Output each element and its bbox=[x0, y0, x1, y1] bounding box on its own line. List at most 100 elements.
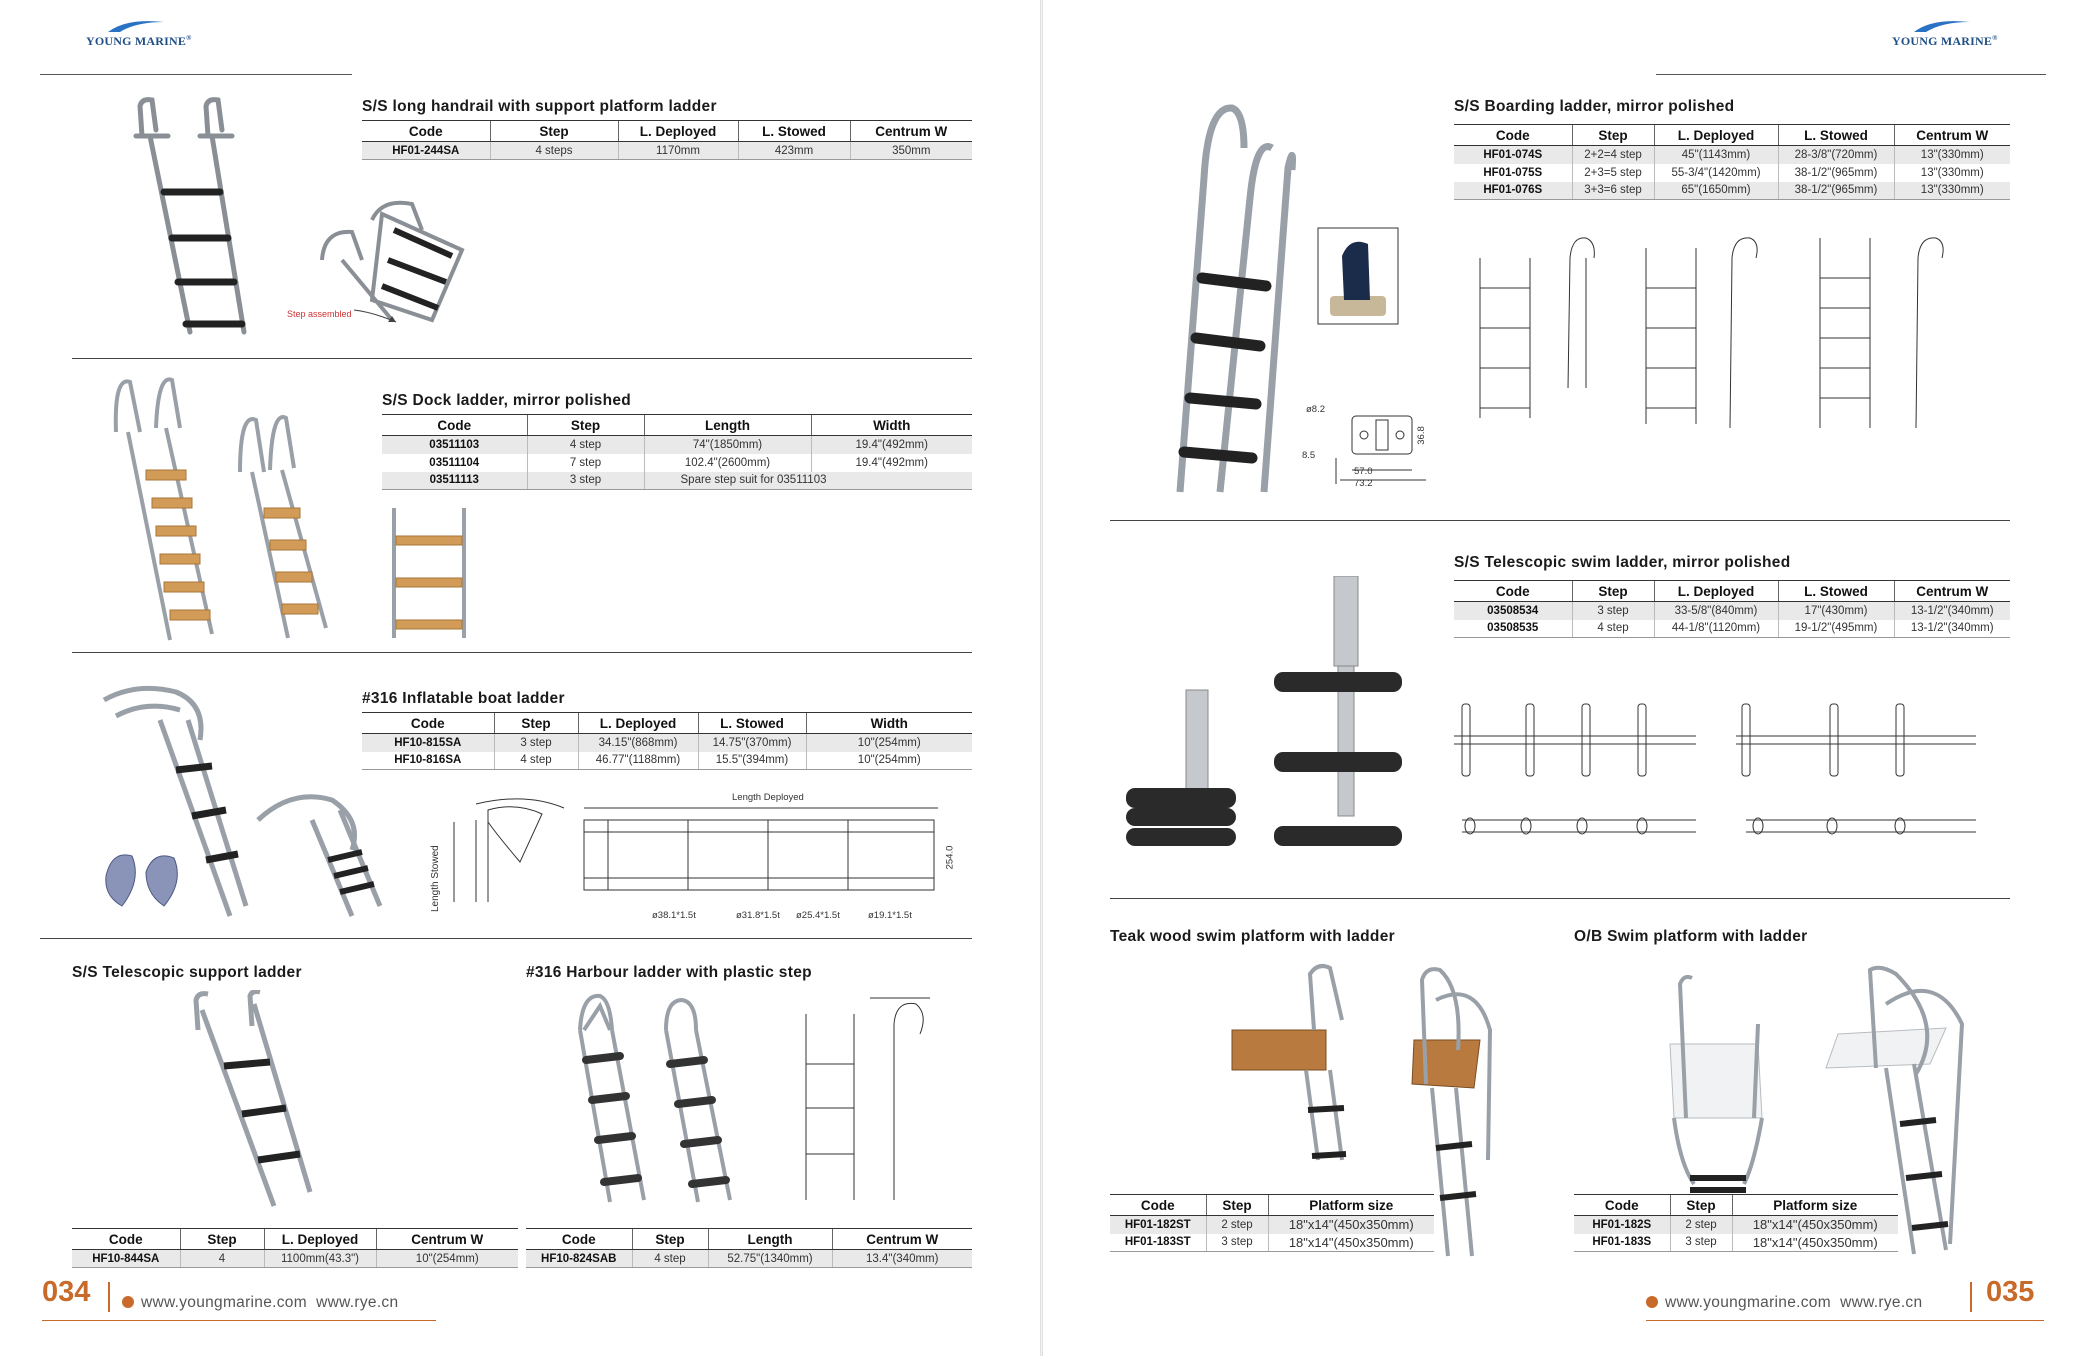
col-code: Code bbox=[72, 1228, 180, 1250]
cell: HF01-182ST bbox=[1110, 1215, 1206, 1234]
col-l-stowed: L. Stowed bbox=[1777, 124, 1894, 146]
col-centrum-w: Centrum W bbox=[1893, 124, 2010, 146]
table-row: 03511103 4 step 74"(1850mm) 19.4"(492mm) bbox=[382, 435, 972, 454]
strap-image bbox=[102, 846, 186, 912]
cell: 03511104 bbox=[382, 453, 527, 472]
dim-label: 57.0 bbox=[1354, 466, 1373, 477]
dock-ladder-image bbox=[100, 372, 340, 644]
cell: 03508534 bbox=[1454, 601, 1572, 620]
section-title-long-handrail: S/S long handrail with support platform … bbox=[362, 98, 717, 115]
cell: 13.4"(340mm) bbox=[831, 1249, 972, 1268]
col-step: Step bbox=[631, 1228, 708, 1250]
table-row: HF10-844SA 4 1100mm(43.3") 10"(254mm) bbox=[72, 1249, 518, 1268]
table-row: 03511104 7 step 102.4"(2600mm) 19.4"(492… bbox=[382, 453, 972, 472]
step-assembled-note: Step assembled bbox=[287, 309, 352, 319]
section-title-boarding: S/S Boarding ladder, mirror polished bbox=[1454, 98, 1735, 115]
cell: 2 step bbox=[1205, 1215, 1268, 1234]
boarding-drawings bbox=[1460, 228, 2000, 429]
col-code: Code bbox=[526, 1228, 632, 1250]
cell: 7 step bbox=[526, 453, 644, 472]
cell: 28-3/8"(720mm) bbox=[1777, 145, 1894, 164]
cell: 15.5"(394mm) bbox=[697, 751, 806, 770]
inflatable-ladder-image bbox=[96, 680, 256, 920]
col-step: Step bbox=[489, 120, 618, 142]
col-l-deployed: L. Deployed bbox=[1653, 580, 1778, 602]
cell: HF01-074S bbox=[1454, 145, 1572, 164]
tube-dim-label: ø25.4*1.5t bbox=[796, 910, 840, 921]
telescopic-swim-image bbox=[1124, 575, 1404, 856]
cell: HF10-824SAB bbox=[526, 1249, 632, 1268]
page-number-left: 034 bbox=[42, 1276, 91, 1308]
col-l-deployed: L. Deployed bbox=[263, 1228, 376, 1250]
wave-icon bbox=[108, 21, 164, 32]
cell: 19-1/2"(495mm) bbox=[1777, 619, 1894, 638]
cell: 19.4"(492mm) bbox=[810, 435, 972, 454]
cell: 74"(1850mm) bbox=[643, 435, 811, 454]
col-step: Step bbox=[526, 414, 644, 436]
col-code: Code bbox=[362, 120, 490, 142]
mount-bracket-image bbox=[1316, 226, 1400, 326]
col-step: Step bbox=[1571, 580, 1654, 602]
section-title-inflatable: #316 Inflatable boat ladder bbox=[362, 690, 565, 707]
table-row: 03508535 4 step 44-1/8"(1120mm) 19-1/2"(… bbox=[1454, 619, 2010, 638]
header-rule-left bbox=[40, 74, 352, 75]
telescopic-support-image bbox=[188, 989, 318, 1210]
col-l-stowed: L. Stowed bbox=[737, 120, 850, 142]
col-platform-size: Platform size bbox=[1731, 1194, 1898, 1216]
cell: 13-1/2"(340mm) bbox=[1893, 619, 2010, 638]
table-row: HF01-075S 2+3=5 step 55-3/4"(1420mm) 38-… bbox=[1454, 163, 2010, 182]
table-row: HF01-074S 2+2=4 step 45"(1143mm) 28-3/8"… bbox=[1454, 145, 2010, 164]
cell: 18"x14"(450x350mm) bbox=[1731, 1215, 1898, 1234]
tube-dim-label: ø38.1*1.5t bbox=[652, 910, 696, 921]
col-step: Step bbox=[1205, 1194, 1268, 1216]
col-code: Code bbox=[1454, 580, 1572, 602]
harbour-ladder-image bbox=[570, 990, 770, 1210]
col-l-deployed: L. Deployed bbox=[577, 712, 698, 734]
col-l-stowed: L. Stowed bbox=[697, 712, 806, 734]
cell: 13-1/2"(340mm) bbox=[1893, 601, 2010, 620]
col-code: Code bbox=[382, 414, 527, 436]
table-row: 03511113 3 step Spare step suit for 0351… bbox=[382, 471, 972, 490]
cell: 3 step bbox=[1669, 1233, 1732, 1252]
cell: 10"(254mm) bbox=[805, 733, 972, 752]
cell: 423mm bbox=[737, 141, 850, 160]
length-stowed-label: Length Stowed bbox=[430, 845, 441, 912]
cell: 3 step bbox=[1571, 601, 1654, 620]
section-title-telescopic-support: S/S Telescopic support ladder bbox=[72, 964, 302, 981]
cell: 2+2=4 step bbox=[1571, 145, 1654, 164]
ob-platform-image bbox=[1650, 964, 1980, 1264]
cell: 10"(254mm) bbox=[805, 751, 972, 770]
col-step: Step bbox=[179, 1228, 264, 1250]
dim-label: 73.2 bbox=[1354, 478, 1373, 489]
cell: 102.4"(2600mm) bbox=[643, 453, 811, 472]
table-boarding: Code Step L. Deployed L. Stowed Centrum … bbox=[1454, 124, 2010, 200]
cell: 2+3=5 step bbox=[1571, 163, 1654, 182]
harbour-drawing bbox=[800, 994, 930, 1204]
col-centrum-w: Centrum W bbox=[375, 1228, 518, 1250]
section-title-teak-platform: Teak wood swim platform with ladder bbox=[1110, 928, 1395, 945]
footer-bar bbox=[1970, 1282, 1972, 1312]
cell: 18"x14"(450x350mm) bbox=[1267, 1233, 1434, 1252]
cell: 38-1/2"(965mm) bbox=[1777, 181, 1894, 200]
footer-website-right: www.youngmarine.com www.rye.cn bbox=[1646, 1294, 1922, 1312]
cell: HF01-183S bbox=[1574, 1233, 1670, 1252]
left-page bbox=[0, 0, 1040, 1356]
page-gutter bbox=[1040, 0, 1043, 1356]
section-title-dock-ladder: S/S Dock ladder, mirror polished bbox=[382, 392, 632, 409]
cell: 03511103 bbox=[382, 435, 527, 454]
arrow-icon bbox=[353, 309, 397, 323]
col-l-stowed: L. Stowed bbox=[1777, 580, 1894, 602]
cell: 44-1/8"(1120mm) bbox=[1653, 619, 1778, 638]
cell: 3 step bbox=[493, 733, 578, 752]
table-row: HF10-824SAB 4 step 52.75"(1340mm) 13.4"(… bbox=[526, 1249, 972, 1268]
stowed-drawing bbox=[436, 792, 566, 912]
cell: 03511113 bbox=[382, 471, 527, 490]
col-centrum-w: Centrum W bbox=[831, 1228, 972, 1250]
handrail-assembled-image bbox=[312, 190, 482, 330]
cell: 13"(330mm) bbox=[1893, 181, 2010, 200]
section-divider bbox=[1110, 898, 2010, 899]
cell: 1100mm(43.3") bbox=[263, 1249, 376, 1268]
table-row: HF10-815SA 3 step 34.15"(868mm) 14.75"(3… bbox=[362, 733, 972, 752]
col-step: Step bbox=[1571, 124, 1654, 146]
length-deployed-label: Length Deployed bbox=[732, 792, 804, 803]
